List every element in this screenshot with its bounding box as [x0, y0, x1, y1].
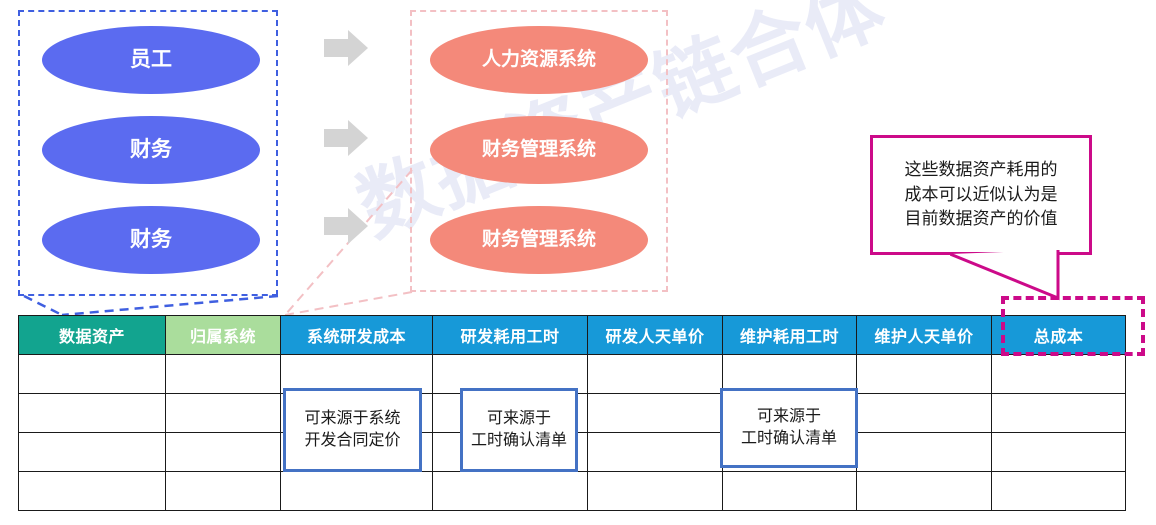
- data-source-label-1: 员工: [130, 48, 172, 72]
- table-cell[interactable]: [722, 471, 857, 511]
- table-cell[interactable]: [165, 471, 281, 511]
- col-header-dev-hours[interactable]: 研发耗用工时: [432, 315, 588, 355]
- flow-arrow-3: [324, 208, 368, 244]
- table-cell[interactable]: [432, 471, 588, 511]
- connector-blue-2: [61, 294, 279, 317]
- system-label-3: 财务管理系统: [481, 228, 596, 250]
- note-box-dev-hours: 可来源于 工时确认清单: [460, 388, 578, 472]
- table-row: [18, 354, 1126, 394]
- table-cell[interactable]: [856, 471, 992, 511]
- note-box-maint-hours: 可来源于 工时确认清单: [720, 388, 858, 468]
- table-cell[interactable]: [991, 432, 1126, 472]
- table-cell[interactable]: [280, 471, 433, 511]
- table-row: [18, 471, 1126, 511]
- data-source-label-2: 财务: [130, 138, 172, 162]
- total-cost-highlight-box: [1001, 296, 1145, 356]
- col-header-owner-system[interactable]: 归属系统: [165, 315, 281, 355]
- system-ellipse-2[interactable]: 财务管理系统: [430, 116, 648, 184]
- data-source-ellipse-3[interactable]: 财务: [42, 206, 260, 274]
- system-group-box: [410, 10, 668, 292]
- table-cell[interactable]: [722, 354, 857, 394]
- note-box-dev-hours-text: 可来源于 工时确认清单: [470, 410, 567, 449]
- table-cell[interactable]: [165, 393, 281, 433]
- table-cell[interactable]: [991, 393, 1126, 433]
- system-label-1: 人力资源系统: [481, 48, 596, 70]
- table-cell[interactable]: [165, 432, 281, 472]
- table-cell[interactable]: [18, 471, 166, 511]
- note-box-dev-cost-text: 可来源于系统 开发合同定价: [304, 410, 401, 449]
- table-cell[interactable]: [280, 354, 433, 394]
- note-box-dev-cost: 可来源于系统 开发合同定价: [283, 388, 422, 472]
- flow-arrow-2: [324, 120, 368, 156]
- system-ellipse-3[interactable]: 财务管理系统: [430, 206, 648, 274]
- connector-pink-2: [284, 291, 413, 316]
- value-callout-text: 这些数据资产耗用的 成本可以近似认为是 目前数据资产的价值: [904, 160, 1058, 229]
- table-cell[interactable]: [587, 393, 723, 433]
- col-header-maint-hours[interactable]: 维护耗用工时: [722, 315, 857, 355]
- table-cell[interactable]: [991, 471, 1126, 511]
- table-cell[interactable]: [18, 354, 166, 394]
- table-cell[interactable]: [432, 354, 588, 394]
- table-cell[interactable]: [165, 354, 281, 394]
- table-cell[interactable]: [856, 393, 992, 433]
- data-source-ellipse-1[interactable]: 员工: [42, 26, 260, 94]
- data-source-ellipse-2[interactable]: 财务: [42, 116, 260, 184]
- value-callout: 这些数据资产耗用的 成本可以近似认为是 目前数据资产的价值: [870, 135, 1092, 255]
- table-cell[interactable]: [18, 393, 166, 433]
- note-box-maint-hours-text: 可来源于 工时确认清单: [740, 408, 837, 447]
- table-cell[interactable]: [587, 354, 723, 394]
- col-header-maint-rate[interactable]: 维护人天单价: [856, 315, 992, 355]
- table-cell[interactable]: [991, 354, 1126, 394]
- table-cell[interactable]: [18, 432, 166, 472]
- col-header-dev-cost[interactable]: 系统研发成本: [280, 315, 433, 355]
- table-cell[interactable]: [587, 471, 723, 511]
- flow-arrow-1: [324, 30, 368, 66]
- col-header-data-asset[interactable]: 数据资产: [18, 315, 166, 355]
- col-header-dev-rate[interactable]: 研发人天单价: [587, 315, 723, 355]
- connector-blue-1: [23, 294, 63, 317]
- col-header-total-cost[interactable]: 总成本: [991, 315, 1126, 355]
- table-header-row: 数据资产 归属系统 系统研发成本 研发耗用工时 研发人天单价 维护耗用工时 维护…: [18, 315, 1126, 355]
- table-cell[interactable]: [856, 354, 992, 394]
- system-ellipse-1[interactable]: 人力资源系统: [430, 26, 648, 94]
- system-label-2: 财务管理系统: [481, 138, 596, 160]
- data-source-label-3: 财务: [130, 228, 172, 252]
- table-cell[interactable]: [856, 432, 992, 472]
- table-cell[interactable]: [587, 432, 723, 472]
